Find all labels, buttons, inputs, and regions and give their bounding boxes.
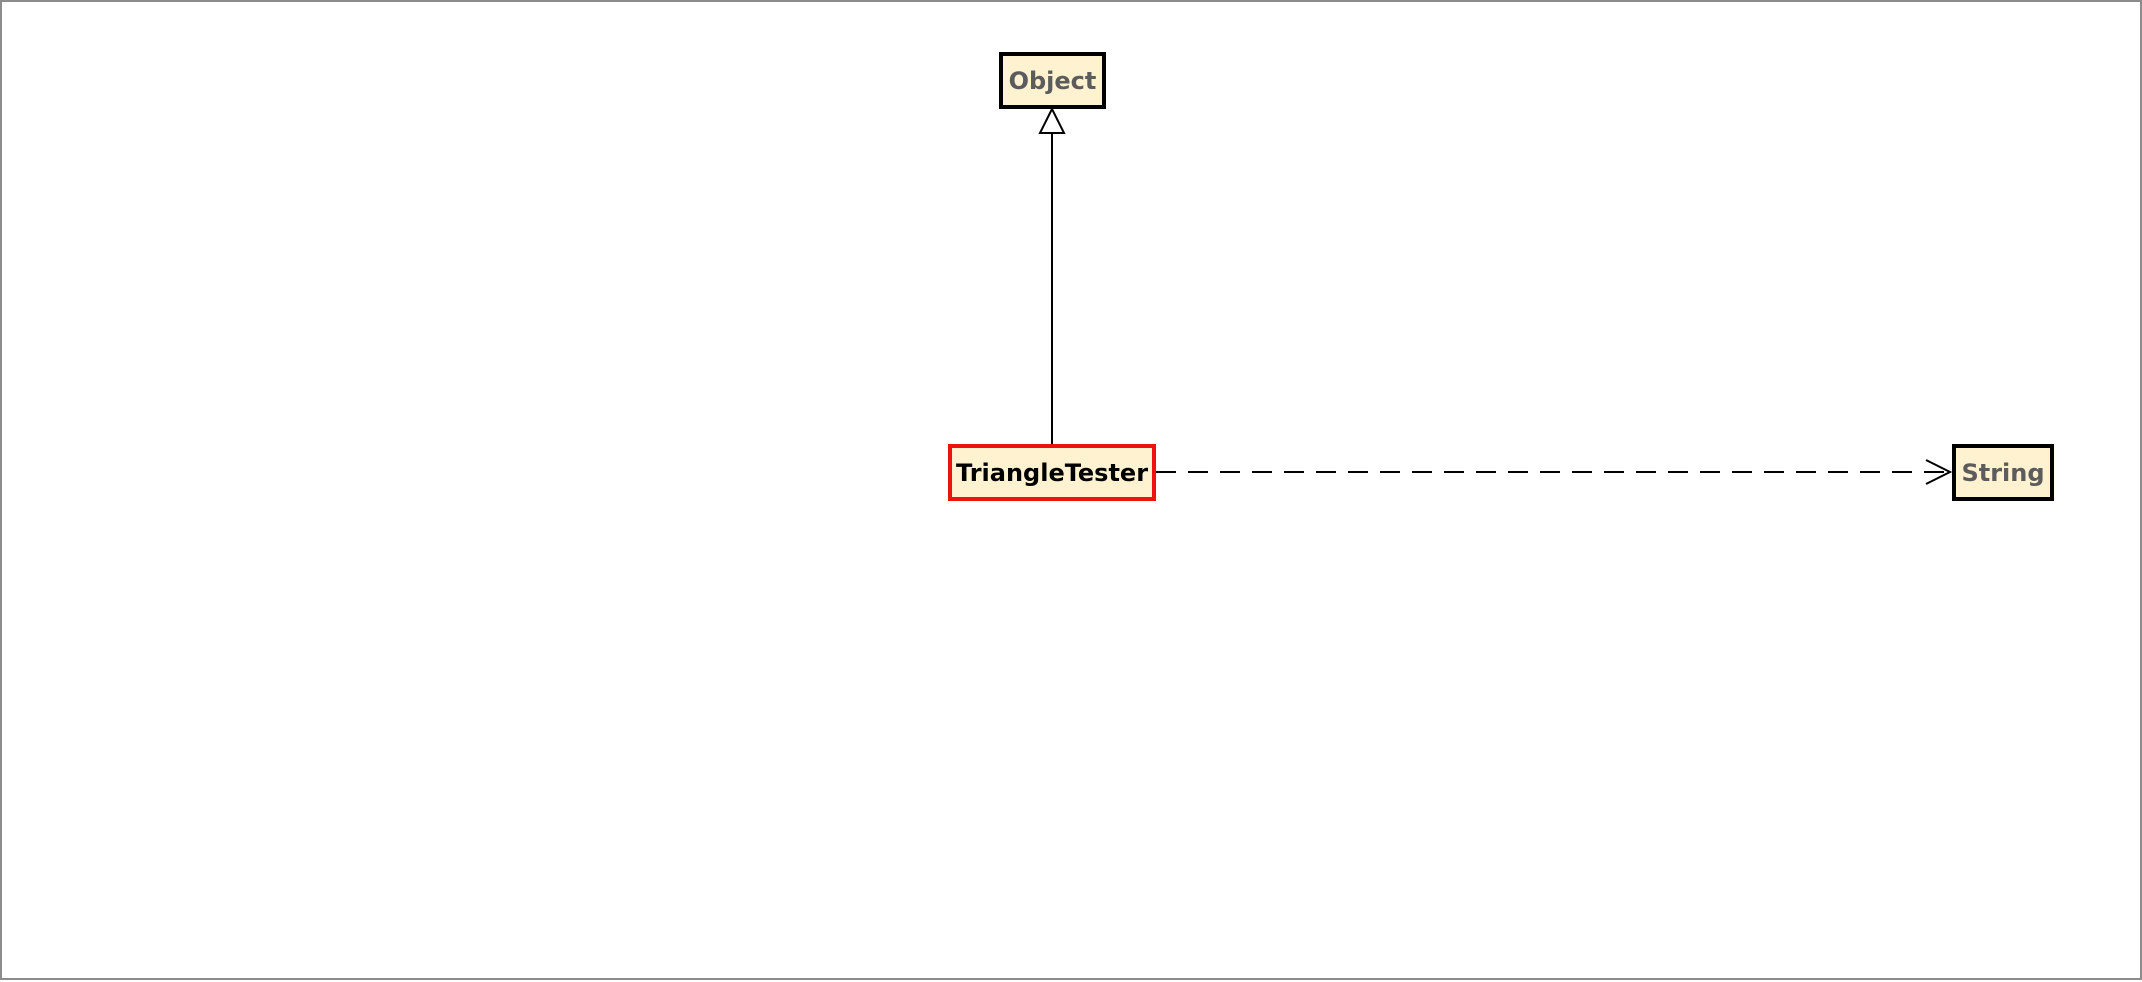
inheritance-arrowhead-icon — [1038, 106, 1066, 134]
class-box-string[interactable]: String — [1952, 444, 2054, 501]
class-box-triangletester[interactable]: TriangleTester — [948, 444, 1156, 501]
dependency-arrowhead-icon — [1925, 459, 1953, 485]
class-box-object[interactable]: Object — [999, 52, 1106, 109]
